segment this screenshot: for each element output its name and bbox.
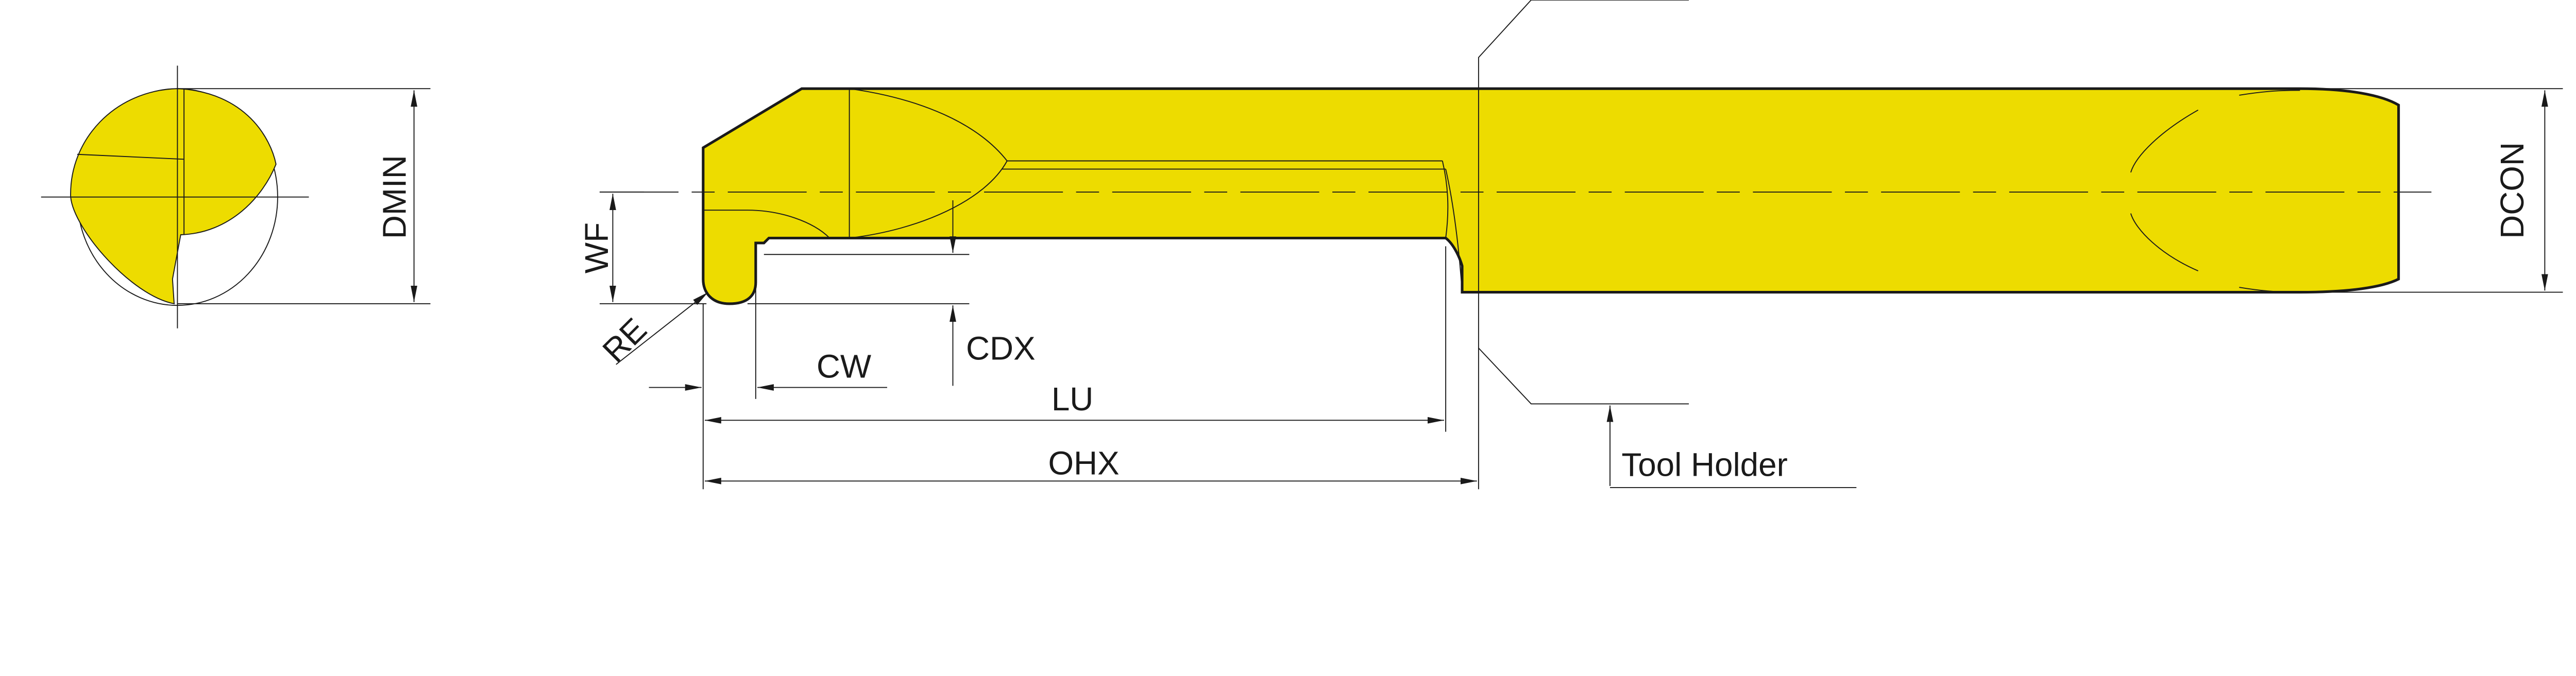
end-view-insert <box>70 88 277 305</box>
length-dimensions: CW LU OHX <box>649 246 1479 490</box>
dcon-label: DCON <box>2494 142 2531 239</box>
shank-end-arc <box>2239 287 2300 293</box>
dmin-label: DMIN <box>376 155 413 239</box>
flute-end <box>1442 161 1449 238</box>
cdx-dimension: CDX <box>747 200 1036 386</box>
cw-label: CW <box>817 348 871 385</box>
ohx-label: OHX <box>1048 445 1119 482</box>
shank-end-arc <box>2130 213 2198 272</box>
shank-end-arc <box>2239 90 2300 96</box>
shank-end-arc <box>2130 109 2199 173</box>
lu-label: LU <box>1052 380 1094 418</box>
re-leader-arrow <box>616 291 708 365</box>
insert-edge <box>703 210 831 239</box>
end-view-edge <box>77 153 184 160</box>
wf-label: WF <box>578 222 615 273</box>
wf-dimension: WF <box>578 192 707 304</box>
side-view <box>599 87 2432 305</box>
insert-edge <box>849 88 1008 239</box>
boring-bar-drawing: DMIN Tool Holder WF RE <box>41 0 2563 490</box>
dcon-dimension: DCON <box>2300 88 2563 293</box>
end-view: DMIN <box>41 65 431 328</box>
tool-body <box>702 87 2400 305</box>
tool-holder-label: Tool Holder <box>1621 446 1788 483</box>
cdx-label: CDX <box>966 330 1036 367</box>
holder-break-line <box>1478 0 1689 405</box>
flute-end <box>1445 169 1463 292</box>
re-label: RE <box>595 311 654 370</box>
tool-holder-outline: Tool Holder <box>1478 0 1857 489</box>
